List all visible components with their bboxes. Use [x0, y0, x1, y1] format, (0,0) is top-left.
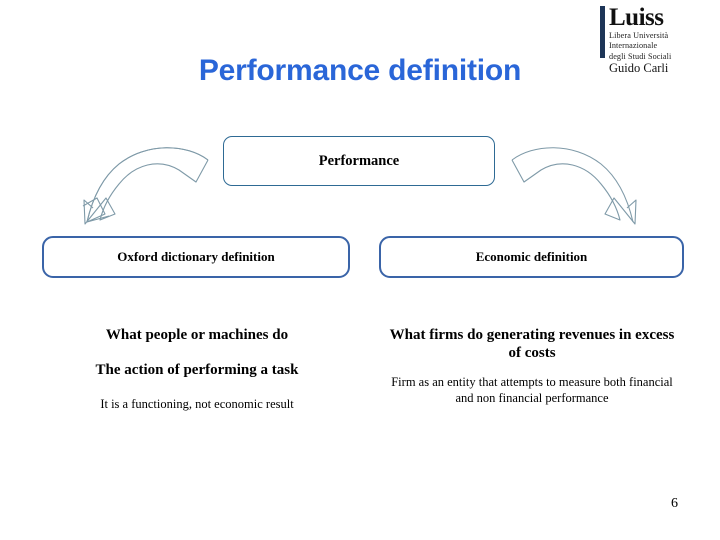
logo-text-block: Luiss Libera Università Internazionale d… — [609, 4, 672, 75]
left-line-3: It is a functioning, not economic result — [100, 396, 294, 411]
logo-subtitle-line-1: Libera Università — [609, 30, 669, 40]
logo-subtitle-line-2: Internazionale — [609, 41, 658, 51]
right-line-1: What firms do generating revenues in exc… — [389, 327, 675, 362]
root-box-label: Performance — [318, 152, 400, 169]
left-line-2: The action of performing a task — [95, 362, 299, 379]
branch-box-oxford-definition: Oxford dictionary definition — [42, 236, 350, 278]
branch-content-right: What firms do generating revenues in exc… — [383, 326, 681, 406]
branch-content-left: What people or machines do The action of… — [30, 326, 364, 412]
branch-box-label-left: Oxford dictionary definition — [117, 249, 275, 264]
logo-accent-bar — [600, 6, 605, 58]
logo-subtitle-line-3: degli Studi Sociali — [609, 52, 672, 62]
right-line-2: Firm as an entity that attempts to measu… — [391, 374, 673, 405]
luiss-logo: Luiss Libera Università Internazionale d… — [600, 5, 712, 74]
logo-founder-name: Guido Carli — [609, 60, 669, 75]
logo-wordmark: Luiss — [609, 4, 664, 31]
curved-arrow-down-right-icon — [511, 147, 637, 225]
branch-box-label-right: Economic definition — [475, 249, 588, 264]
page-number: 6 — [671, 496, 678, 511]
curved-arrow-down-left-icon — [82, 147, 209, 225]
page-title: Performance definition — [198, 54, 522, 87]
branch-box-economic-definition: Economic definition — [379, 236, 684, 278]
left-line-1: What people or machines do — [105, 327, 289, 343]
root-box-performance: Performance — [223, 136, 495, 186]
